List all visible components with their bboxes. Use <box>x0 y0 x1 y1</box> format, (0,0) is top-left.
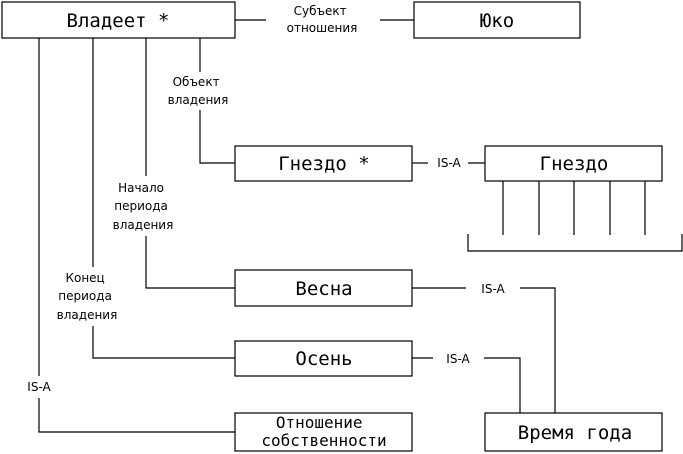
connector-lines <box>38 19 683 433</box>
node-autumn-label: Осень <box>295 348 352 370</box>
node-ownership-relation-label: Отношение собственности <box>261 413 386 450</box>
edge-isa-spring-line-right <box>520 287 556 413</box>
node-nest-instance: Гнездо * <box>234 145 413 182</box>
node-owns-label: Владеет * <box>67 10 170 32</box>
node-season-label: Время года <box>518 422 632 444</box>
edge-label-isa-autumn: IS-A <box>446 352 470 366</box>
node-nest-class-label: Гнездо <box>540 153 609 175</box>
node-owns: Владеет * <box>1 1 236 39</box>
edge-start-line-bottom <box>145 236 235 289</box>
node-season: Время года <box>484 412 663 452</box>
node-autumn: Осень <box>234 340 413 377</box>
edge-label-isa-ownership: IS-A <box>27 380 51 394</box>
edge-label-subject: Субъект отношения <box>287 4 358 35</box>
edge-end-line-bottom <box>92 326 235 359</box>
node-spring-label: Весна <box>295 278 352 300</box>
edge-label-object: Объект владения <box>168 75 229 107</box>
edge-object-line-bottom <box>199 110 235 164</box>
nest-instances-bracket <box>467 234 683 252</box>
edge-label-isa-spring: IS-A <box>481 282 505 296</box>
edge-label-end: Конец периода владения <box>57 271 118 322</box>
node-nest-class: Гнездо <box>484 145 663 182</box>
node-yuko-label: Юко <box>480 10 514 32</box>
edge-label-start: Начало периода владения <box>113 181 174 232</box>
node-ownership-relation: Отношение собственности <box>234 412 413 452</box>
node-nest-instance-label: Гнездо * <box>278 153 370 175</box>
nest-instances-fanout <box>467 181 683 252</box>
node-spring: Весна <box>234 269 413 307</box>
edge-isa-ownership-line-bottom <box>38 398 235 433</box>
edge-labels: Субъект отношения Объект владения Начало… <box>27 4 505 394</box>
node-yuko: Юко <box>413 1 581 39</box>
edge-label-isa-nest: IS-A <box>437 156 461 170</box>
edge-isa-autumn-line-right <box>484 357 521 413</box>
